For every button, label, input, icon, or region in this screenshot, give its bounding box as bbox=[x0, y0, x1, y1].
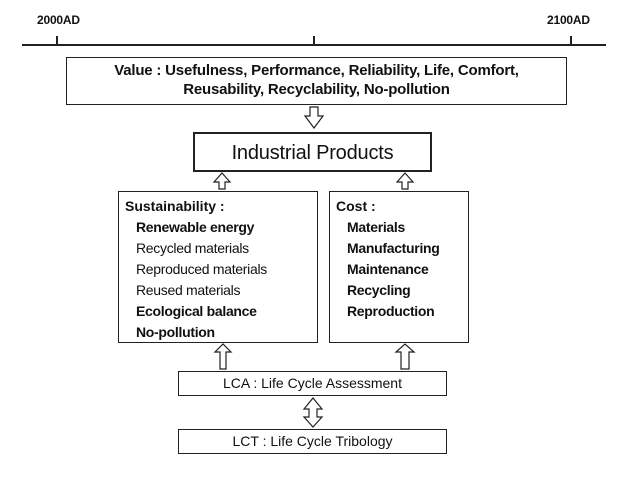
cost-box: Cost : Materials Manufacturing Maintenan… bbox=[329, 191, 469, 343]
cost-list: Materials Manufacturing Maintenance Recy… bbox=[336, 217, 468, 322]
sustainability-box: Sustainability : Renewable energy Recycl… bbox=[118, 191, 318, 343]
timeline-start-label: 2000AD bbox=[37, 13, 80, 27]
sustainability-list: Renewable energy Recycled materials Repr… bbox=[125, 217, 317, 343]
arrow-lca-lct-double bbox=[302, 397, 324, 428]
sustainability-item: Reused materials bbox=[136, 282, 241, 298]
arrow-sustainability-to-products bbox=[212, 172, 232, 190]
arrow-lca-to-sustainability bbox=[213, 343, 233, 370]
sustainability-item: Renewable energy bbox=[136, 219, 255, 235]
value-line-2: Reusability, Recyclability, No-pollution bbox=[183, 81, 450, 98]
value-box: Value : Usefulness, Performance, Reliabi… bbox=[66, 57, 567, 105]
industrial-products-box: Industrial Products bbox=[193, 132, 432, 172]
arrow-lca-to-cost bbox=[394, 343, 416, 370]
cost-item: Materials bbox=[347, 219, 405, 235]
arrow-value-to-products bbox=[303, 106, 325, 129]
sustainability-item: No-pollution bbox=[136, 324, 215, 340]
timeline-end-label: 2100AD bbox=[547, 13, 590, 27]
sustainability-item: Ecological balance bbox=[136, 303, 257, 319]
cost-item: Manufacturing bbox=[347, 240, 440, 256]
cost-item: Maintenance bbox=[347, 261, 429, 277]
lca-box: LCA : Life Cycle Assessment bbox=[178, 371, 447, 396]
cost-item: Reproduction bbox=[347, 303, 435, 319]
cost-title: Cost : bbox=[336, 198, 376, 214]
sustainability-item: Reproduced materials bbox=[136, 261, 267, 277]
lct-box: LCT : Life Cycle Tribology bbox=[178, 429, 447, 454]
industrial-products-title: Industrial Products bbox=[231, 142, 394, 164]
sustainability-item: Recycled materials bbox=[136, 240, 249, 256]
cost-item: Recycling bbox=[347, 282, 411, 298]
lca-label: LCA : Life Cycle Assessment bbox=[223, 375, 402, 391]
lct-label: LCT : Life Cycle Tribology bbox=[232, 433, 393, 449]
arrow-cost-to-products bbox=[395, 172, 415, 190]
sustainability-title: Sustainability : bbox=[125, 198, 225, 214]
value-line-1: Value : Usefulness, Performance, Reliabi… bbox=[114, 62, 519, 79]
